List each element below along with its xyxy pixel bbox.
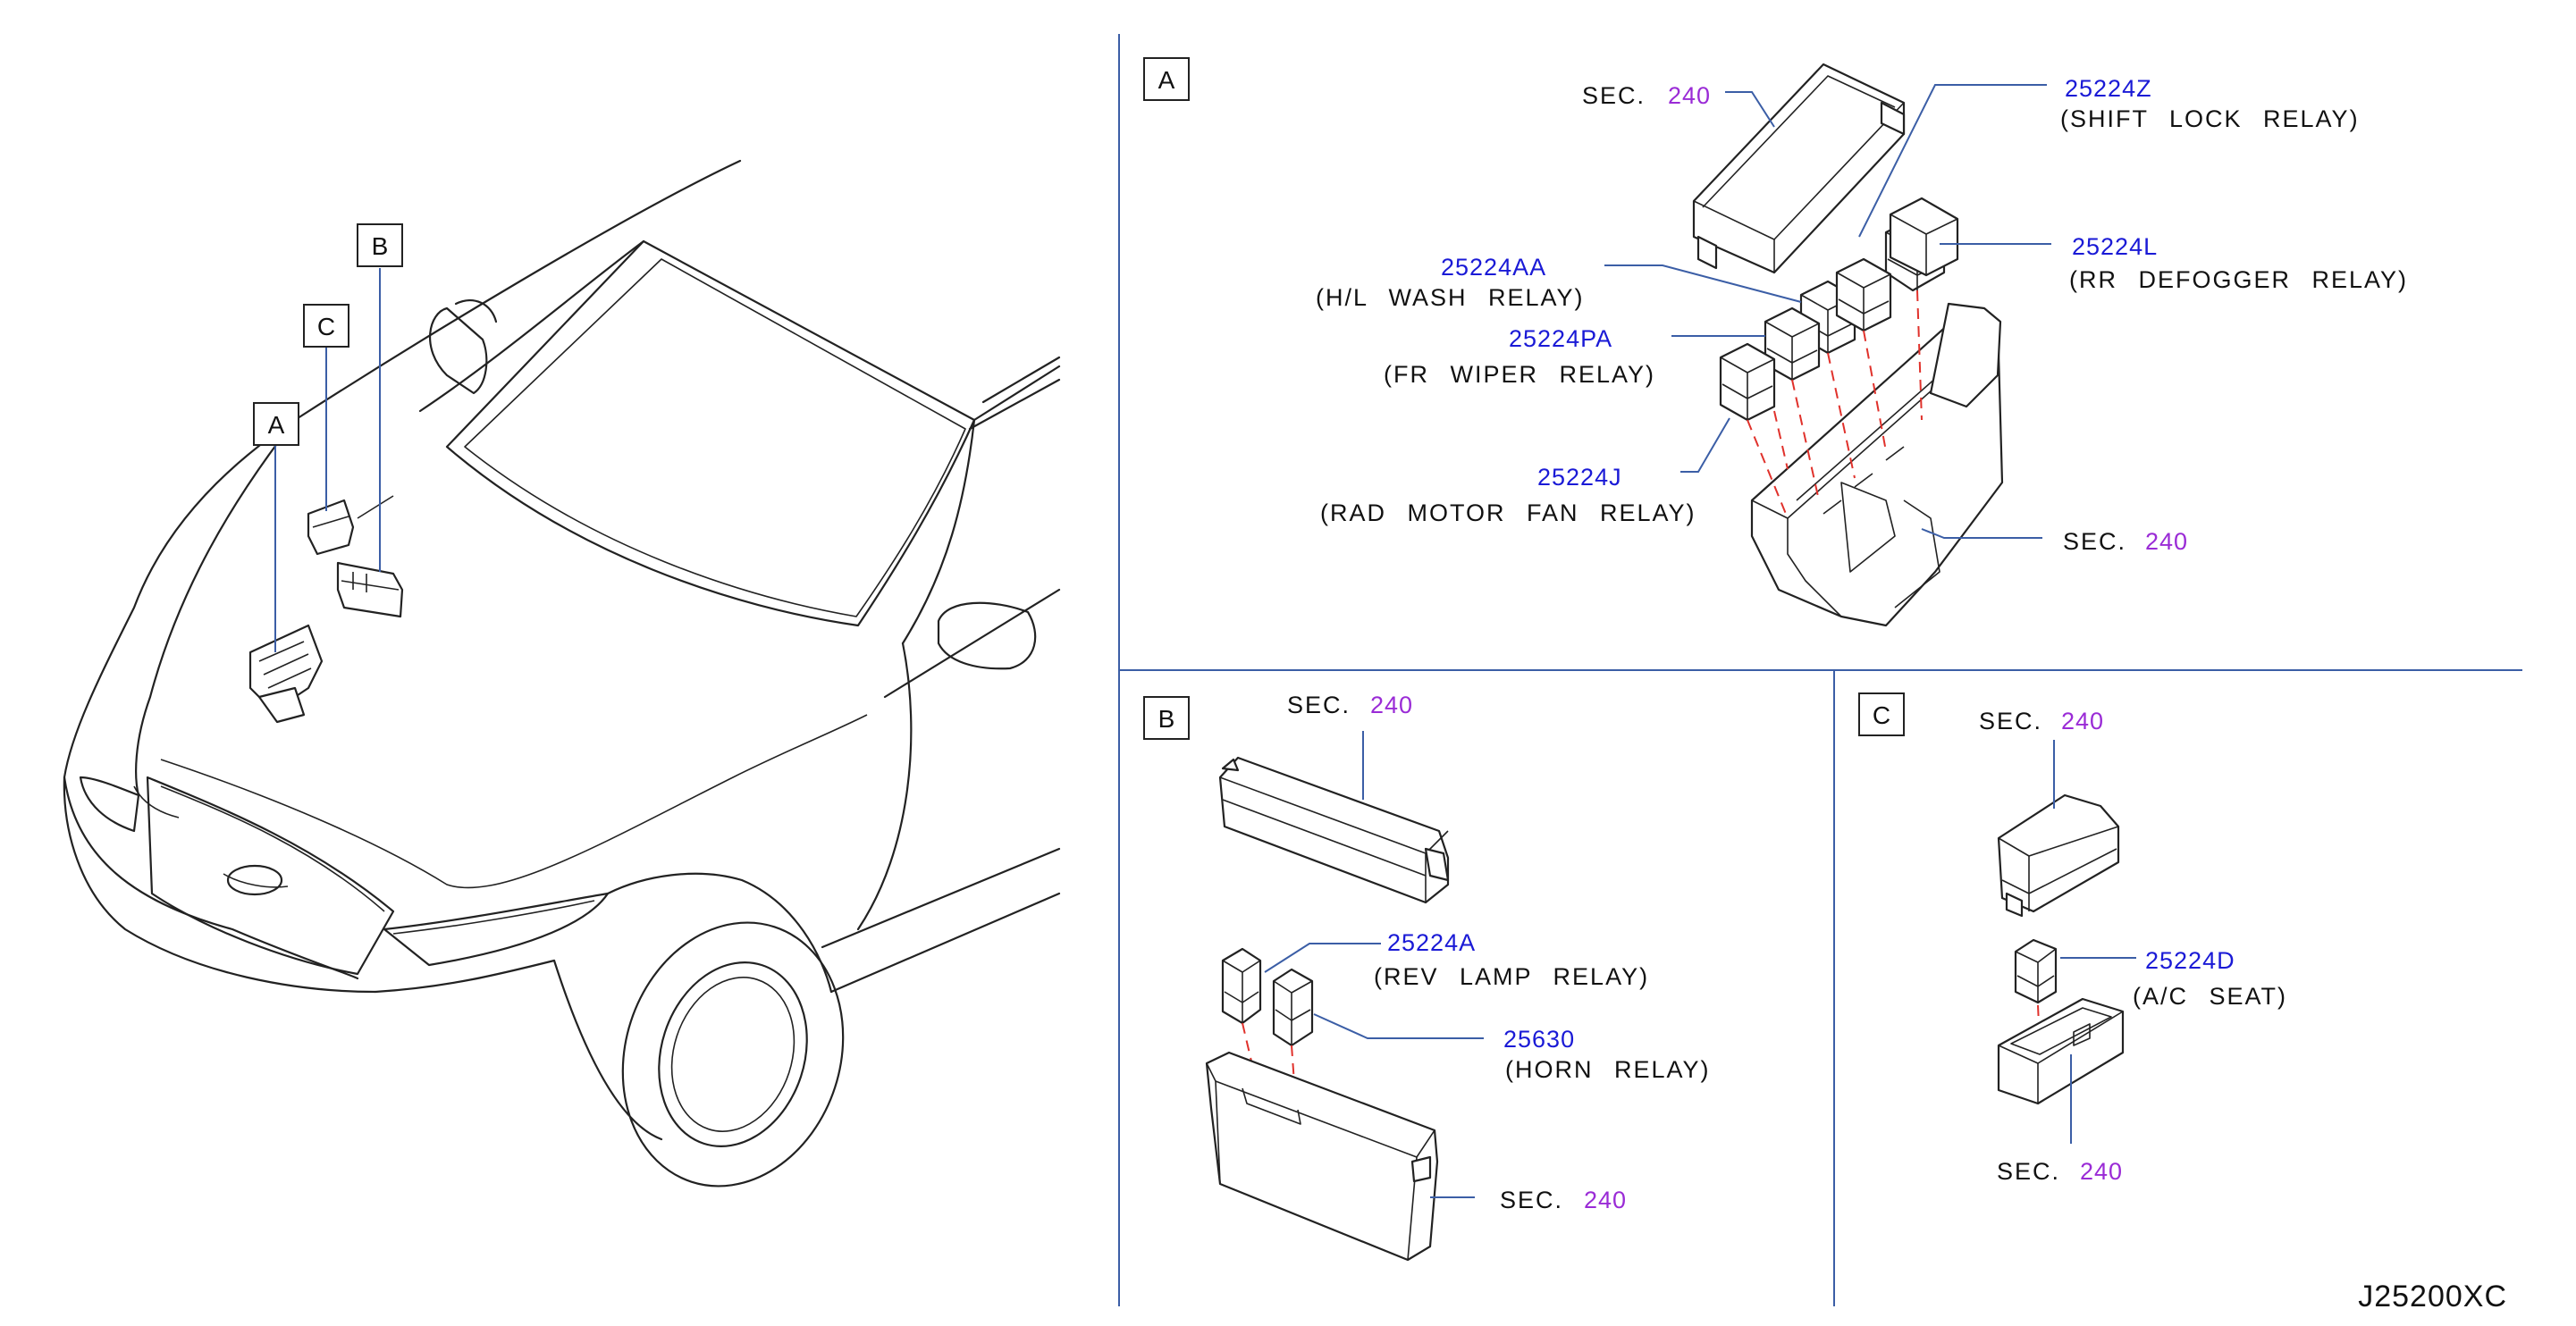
sec-num-b-bottom: 240 (1584, 1187, 1627, 1213)
part-number-horn: 25630 (1503, 1026, 1575, 1053)
section-a-label: A (1158, 66, 1175, 94)
svg-text:C: C (317, 313, 335, 340)
section-b: B (1143, 692, 1711, 1262)
mini-relay-box-c (307, 499, 355, 556)
svg-text:B: B (372, 232, 389, 260)
panel-dividers (1118, 34, 2522, 1306)
sec-label-b-top: SEC. (1287, 692, 1351, 718)
part-name-rev-lamp: (REV LAMP RELAY) (1374, 963, 1649, 990)
part-number-rev-lamp: 25224A (1387, 929, 1476, 956)
mini-relay-box-a (248, 624, 324, 724)
part-number-ac-seat: 25224D (2145, 947, 2235, 974)
relay-extra (1835, 257, 1892, 332)
part-name-horn: (HORN RELAY) (1505, 1056, 1711, 1083)
sec-label-a-top: SEC. (1582, 82, 1646, 109)
locator-label-c: C (303, 304, 349, 348)
relay-horn (1272, 968, 1314, 1047)
part-number-hl-wash: 25224AA (1441, 254, 1546, 281)
locator-label-a: A (253, 402, 299, 446)
part-name-rr-defogger: (RR DEFOGGER RELAY) (2069, 266, 2408, 293)
part-name-ac-seat: (A/C SEAT) (2133, 983, 2287, 1010)
relay-rr-defogger (1889, 197, 1959, 277)
car-illustration (63, 159, 1061, 1188)
fuse-box-c-cover (1997, 793, 2120, 918)
relay-rev-lamp (1221, 947, 1262, 1025)
svg-text:A: A (268, 411, 285, 439)
section-b-label: B (1158, 705, 1175, 733)
fuse-box-b-cover (1218, 756, 1450, 904)
sec-label-c-bottom: SEC. (1997, 1158, 2060, 1185)
sec-num-b-top: 240 (1370, 692, 1413, 718)
part-name-fr-wiper: (FR WIPER RELAY) (1384, 361, 1655, 388)
part-number-rr-defogger: 25224L (2072, 233, 2158, 260)
section-c: C SEC. 240 25224 (1858, 692, 2287, 1185)
section-c-label: C (1873, 701, 1890, 729)
part-name-rad-motor: (RAD MOTOR FAN RELAY) (1320, 499, 1696, 526)
part-number-fr-wiper: 25224PA (1509, 325, 1612, 352)
part-number-rad-motor: 25224J (1537, 464, 1622, 491)
relay-ac-seat (2014, 938, 2058, 1004)
fuse-box-c-base (1997, 997, 2125, 1105)
fuse-box-b-base (1205, 1051, 1439, 1262)
locator-label-b: B (357, 223, 403, 267)
sec-label-a-bottom: SEC. (2063, 528, 2126, 555)
sec-num-a-top: 240 (1668, 82, 1711, 109)
diagram-code: J25200XC (2358, 1280, 2507, 1313)
fuse-box-a-cover (1692, 63, 1906, 274)
sec-num-a-bottom: 240 (2145, 528, 2188, 555)
section-a: A (1143, 57, 2408, 627)
assembly-guides-a (1747, 290, 1923, 519)
mini-relay-box-b (336, 561, 404, 618)
relay-rad-motor-fan (1719, 342, 1776, 422)
part-number-shift-lock: 25224Z (2065, 75, 2152, 102)
part-name-shift-lock: (SHIFT LOCK RELAY) (2060, 105, 2360, 132)
sec-label-b-bottom: SEC. (1500, 1187, 1563, 1213)
sec-num-c-top: 240 (2061, 708, 2104, 734)
locator-callouts (274, 268, 381, 652)
fuse-box-a-base (1750, 302, 2004, 627)
sec-num-c-bottom: 240 (2080, 1158, 2123, 1185)
sec-label-c-top: SEC. (1979, 708, 2042, 734)
part-name-hl-wash: (H/L WASH RELAY) (1316, 284, 1585, 311)
